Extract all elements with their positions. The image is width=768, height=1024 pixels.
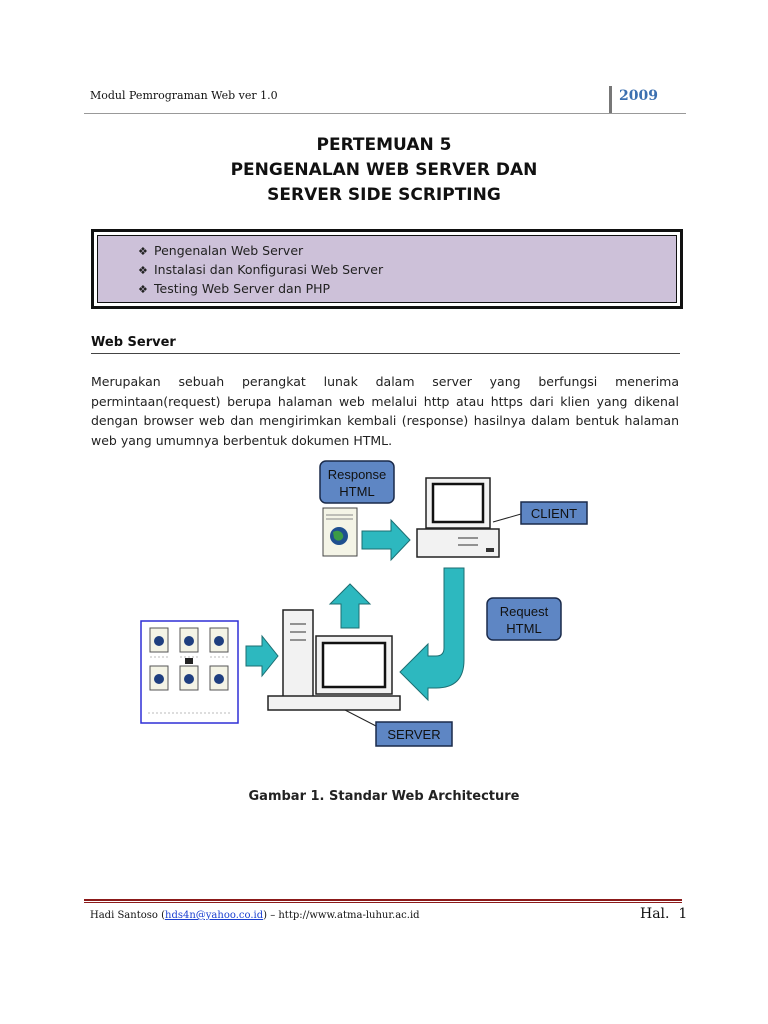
server-computer-icon (267, 609, 401, 711)
footer-author: Hadi Santoso (hds4n@yahoo.co.id) – http:… (90, 910, 420, 921)
footer-rule-thin (84, 902, 682, 903)
request-label-2: HTML (506, 621, 541, 636)
header-year: 2009 (619, 88, 658, 104)
topic-item: ❖Pengenalan Web Server (138, 242, 676, 261)
topic-item: ❖Instalasi dan Konfigurasi Web Server (138, 261, 676, 280)
server-label: SERVER (387, 727, 440, 742)
author-email-link[interactable]: hds4n@yahoo.co.id (165, 910, 264, 921)
request-label-1: Request (500, 604, 549, 619)
html-document-icon (322, 507, 358, 557)
curved-arrow-icon (399, 567, 465, 702)
section-paragraph: Merupakan sebuah perangkat lunak dalam s… (91, 374, 679, 448)
arrow-right-icon (361, 518, 411, 562)
module-title: Modul Pemrograman Web ver 1.0 (90, 89, 278, 102)
diamond-bullet-icon: ❖ (138, 264, 148, 277)
arrow-right-icon (245, 634, 279, 678)
response-label-1: Response (328, 467, 387, 482)
figure-caption: Gambar 1. Standar Web Architecture (248, 789, 520, 804)
document-files-group (140, 620, 239, 724)
diamond-bullet-icon: ❖ (138, 245, 148, 258)
page-number: Hal. 1 (640, 906, 688, 922)
section-heading: Web Server (91, 335, 176, 350)
topic-item: ❖Testing Web Server dan PHP (138, 280, 676, 299)
section-rule (91, 353, 680, 354)
response-label-2: HTML (339, 484, 374, 499)
arrow-up-icon (328, 583, 372, 629)
response-html-box: Response HTML (319, 460, 395, 504)
page-title-line1: PERTEMUAN 5 (316, 135, 452, 155)
footer-rule (84, 899, 682, 901)
page-title-line2: PENGENALAN WEB SERVER DAN (230, 160, 538, 180)
header-rule (84, 113, 686, 114)
server-label-box: SERVER (375, 721, 453, 747)
request-html-box: Request HTML (486, 597, 562, 641)
header-divider (609, 86, 612, 114)
page-title-line3: SERVER SIDE SCRIPTING (267, 185, 501, 205)
client-computer-icon (416, 477, 500, 558)
diamond-bullet-icon: ❖ (138, 283, 148, 296)
topics-box: ❖Pengenalan Web Server ❖Instalasi dan Ko… (91, 229, 683, 309)
client-label: CLIENT (531, 506, 577, 521)
client-label-box: CLIENT (520, 501, 588, 525)
